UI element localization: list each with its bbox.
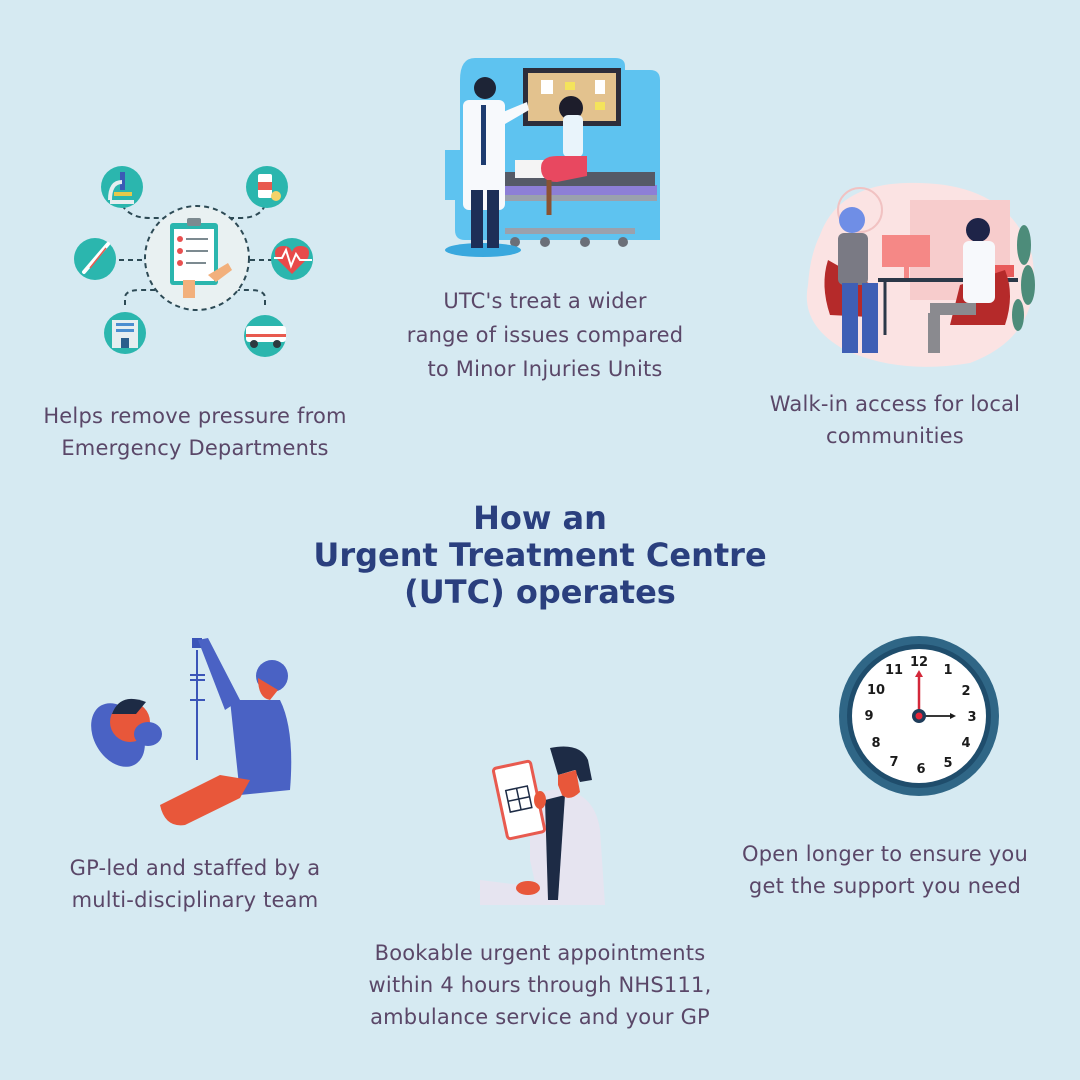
medicine-bottle-icon: [246, 166, 288, 208]
caption-pressure: Helps remove pressure from Emergency Dep…: [43, 404, 347, 460]
consultation-desk-illustration: [806, 182, 1035, 367]
ambulance-icon: [244, 315, 286, 357]
nurse-iv-patient-illustration: [91, 638, 292, 826]
svg-text:6: 6: [916, 762, 925, 777]
doctor-patient-exam-illustration: [445, 58, 660, 257]
clock-illustration: 12 1 2 3 4 5 6 7 8 9 10 11: [839, 636, 999, 796]
svg-text:2: 2: [961, 684, 970, 699]
svg-text:8: 8: [871, 736, 880, 751]
svg-text:9: 9: [864, 709, 873, 724]
caption-open-longer: Open longer to ensure you get the suppor…: [742, 842, 1028, 898]
svg-text:10: 10: [867, 683, 885, 698]
caption-wider-range: UTC's treat a wider range of issues comp…: [406, 289, 684, 381]
caption-walk-in: Walk-in access for local communities: [769, 392, 1021, 448]
microscope-icon: [101, 166, 143, 208]
medical-icons-network-illustration: [74, 166, 313, 357]
caption-bookable: Bookable urgent appointments within 4 ho…: [368, 941, 712, 1029]
page-title: How an Urgent Treatment Centre (UTC) ope…: [313, 499, 767, 611]
svg-text:7: 7: [889, 755, 898, 770]
svg-text:4: 4: [961, 736, 970, 751]
clock-numbers: 12 1 2 3 4 5 6 7 8 9 10 11: [864, 655, 976, 777]
svg-text:5: 5: [943, 756, 952, 771]
svg-text:3: 3: [967, 710, 976, 725]
heart-rate-icon: [271, 238, 313, 280]
thermometer-icon: [74, 238, 116, 280]
svg-text:1: 1: [943, 663, 952, 678]
svg-text:11: 11: [885, 663, 903, 678]
svg-text:12: 12: [910, 655, 928, 670]
hospital-building-icon: [104, 312, 146, 354]
caption-gp-led: GP-led and staffed by a multi-disciplina…: [69, 856, 321, 912]
doctor-clipboard-illustration: [480, 746, 605, 905]
